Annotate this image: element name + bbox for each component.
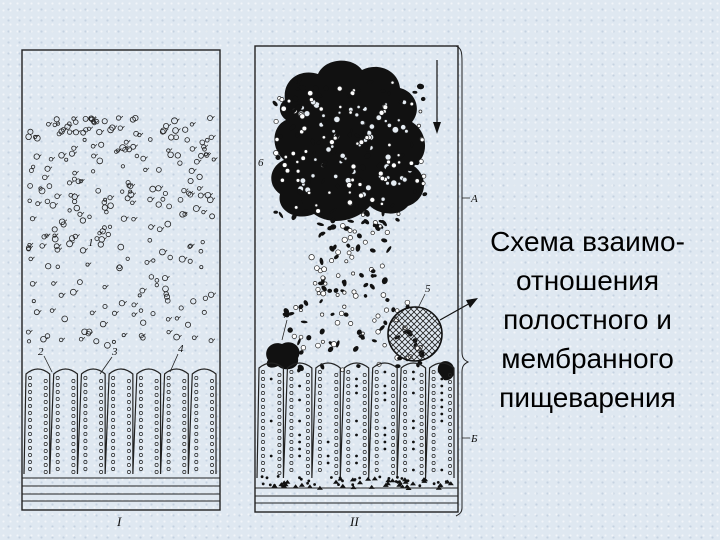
zone-label-upper: А <box>470 193 478 205</box>
left-label-2: 2 <box>38 346 44 358</box>
diagram-caption: Схема взаимо- отношения полостного и мем… <box>470 222 705 417</box>
left-villi <box>23 368 217 475</box>
caption-line-5: пищеварения <box>499 382 676 413</box>
right-base-lines <box>255 487 458 504</box>
right-panel-numeral: II <box>349 514 359 529</box>
left-label-4: 4 <box>178 343 184 355</box>
food-mass-cloud <box>271 60 426 221</box>
caption-line-1: Схема взаимо- <box>490 226 685 257</box>
zone-label-lower: Б <box>470 433 478 445</box>
left-base-lines <box>22 477 220 502</box>
caption-line-4: мембранного <box>501 343 674 374</box>
left-lumen-particles <box>25 115 218 349</box>
panel-left: 1 2 3 4 I <box>21 49 221 529</box>
caption-line-3: полостного и <box>503 304 672 335</box>
right-villi <box>256 362 455 479</box>
zone-bracket <box>455 45 470 517</box>
right-base-particles <box>260 475 454 490</box>
left-label-3: 3 <box>111 346 118 358</box>
cloud-light-spots <box>297 99 413 202</box>
particle-cluster-7 <box>266 342 300 370</box>
left-panel-numeral: I <box>116 514 122 529</box>
right-label-7: 7 <box>283 309 289 321</box>
caption-line-2: отношения <box>515 265 660 296</box>
right-label-6: 6 <box>258 157 264 169</box>
right-label-5: 5 <box>425 283 431 295</box>
left-label-1: 1 <box>88 237 94 249</box>
panel-right: А Б 5 6 7 II <box>254 45 478 529</box>
exit-arrow <box>439 301 473 321</box>
